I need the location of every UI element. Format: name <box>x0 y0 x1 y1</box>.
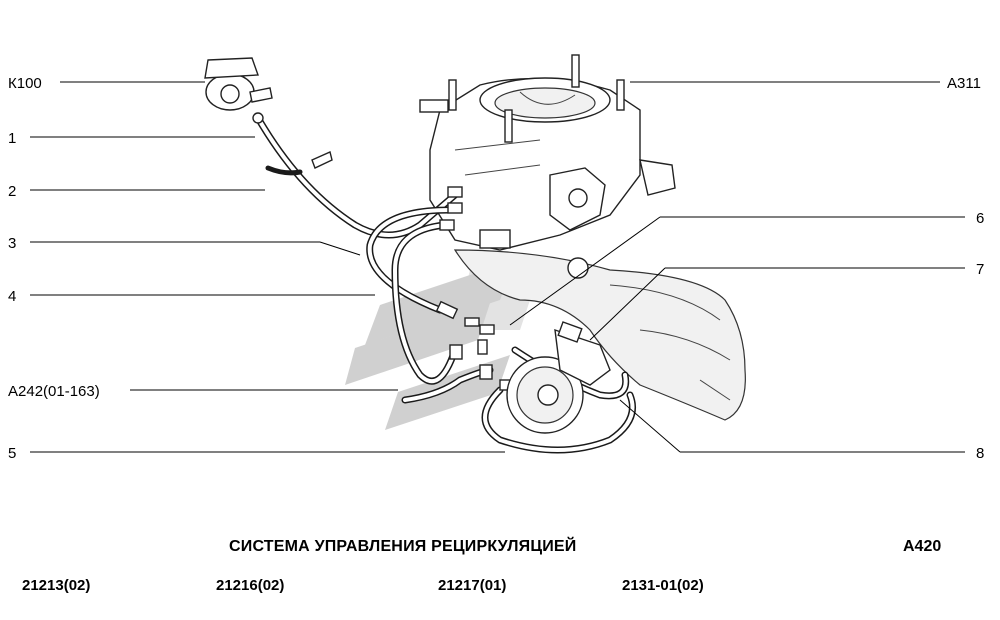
callout-2: 2 <box>8 183 16 200</box>
callout-a242: А242(01-163) <box>8 383 100 400</box>
callout-8: 8 <box>976 445 984 462</box>
model-code-4: 2131-01(02) <box>622 577 704 594</box>
hose-clamp <box>265 151 333 176</box>
vacuum-valve <box>204 57 273 124</box>
callout-k100: К100 <box>8 75 42 92</box>
model-code-3: 21217(01) <box>438 577 507 594</box>
section-code: А420 <box>903 538 942 555</box>
leader-lines <box>30 81 965 453</box>
callout-7: 7 <box>976 261 984 278</box>
model-code-1: 21213(02) <box>22 577 91 594</box>
callout-a311: А311 <box>947 75 981 92</box>
callout-1: 1 <box>8 130 16 147</box>
callout-5: 5 <box>8 445 16 462</box>
callout-6: 6 <box>976 210 984 227</box>
carburetor <box>419 54 676 279</box>
egr-valve <box>506 321 611 434</box>
page-title: СИСТЕМА УПРАВЛЕНИЯ РЕЦИРКУЛЯЦИЕЙ <box>229 538 577 555</box>
callout-4: 4 <box>8 288 16 305</box>
callouts: К100 1 2 3 4 А242(01-163) 5 А311 6 7 8 <box>8 75 984 462</box>
intake-manifold <box>453 249 746 421</box>
callout-3: 3 <box>8 235 16 252</box>
fittings <box>435 186 515 391</box>
model-code-2: 21216(02) <box>216 577 285 594</box>
